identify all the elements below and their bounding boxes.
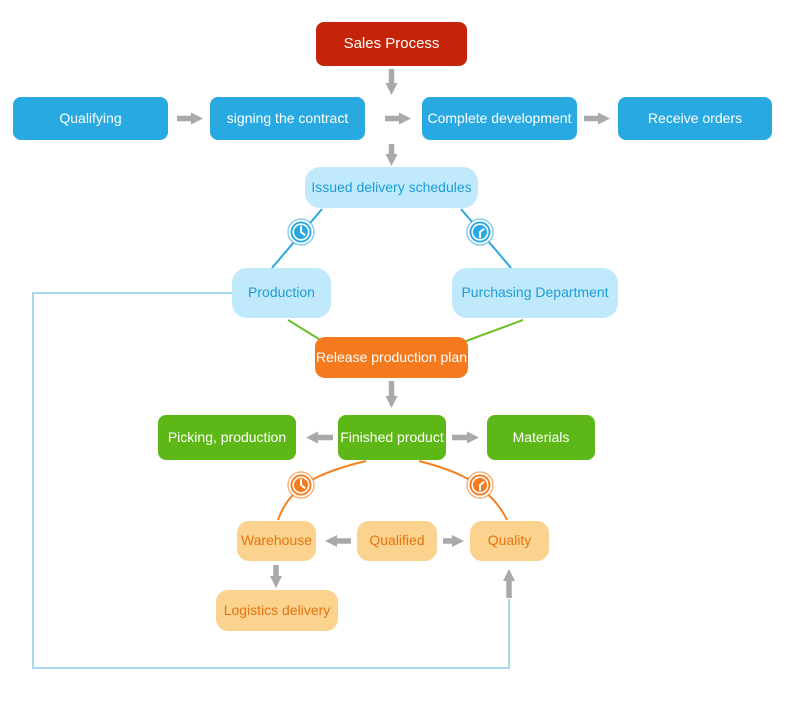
clock-icon xyxy=(466,471,494,499)
clock-icon xyxy=(466,218,494,246)
connector-finished-quality xyxy=(418,460,508,521)
node-production: Production xyxy=(232,268,331,318)
clock-icon xyxy=(287,218,315,246)
node-quality: Quality xyxy=(470,521,549,561)
node-finished-product: Finished product xyxy=(338,415,446,460)
connector-purchasing-plan xyxy=(457,319,524,345)
feedback-loop-line xyxy=(32,292,510,669)
node-picking-production: Picking, production xyxy=(158,415,296,460)
node-complete-development: Complete development xyxy=(422,97,577,140)
node-purchasing-department: Purchasing Department xyxy=(452,268,618,318)
clock-icon xyxy=(287,471,315,499)
node-materials: Materials xyxy=(487,415,595,460)
node-release-production-plan: Release production plan xyxy=(315,337,468,378)
node-receive-orders: Receive orders xyxy=(618,97,772,140)
node-qualified: Qualified xyxy=(357,521,437,561)
node-logistics-delivery: Logistics delivery xyxy=(216,590,338,631)
node-issued-delivery-schedules: Issued delivery schedules xyxy=(305,167,478,208)
node-warehouse: Warehouse xyxy=(237,521,316,561)
node-signing-contract: signing the contract xyxy=(210,97,365,140)
node-qualifying: Qualifying xyxy=(13,97,168,140)
node-sales-process: Sales Process xyxy=(316,22,467,66)
